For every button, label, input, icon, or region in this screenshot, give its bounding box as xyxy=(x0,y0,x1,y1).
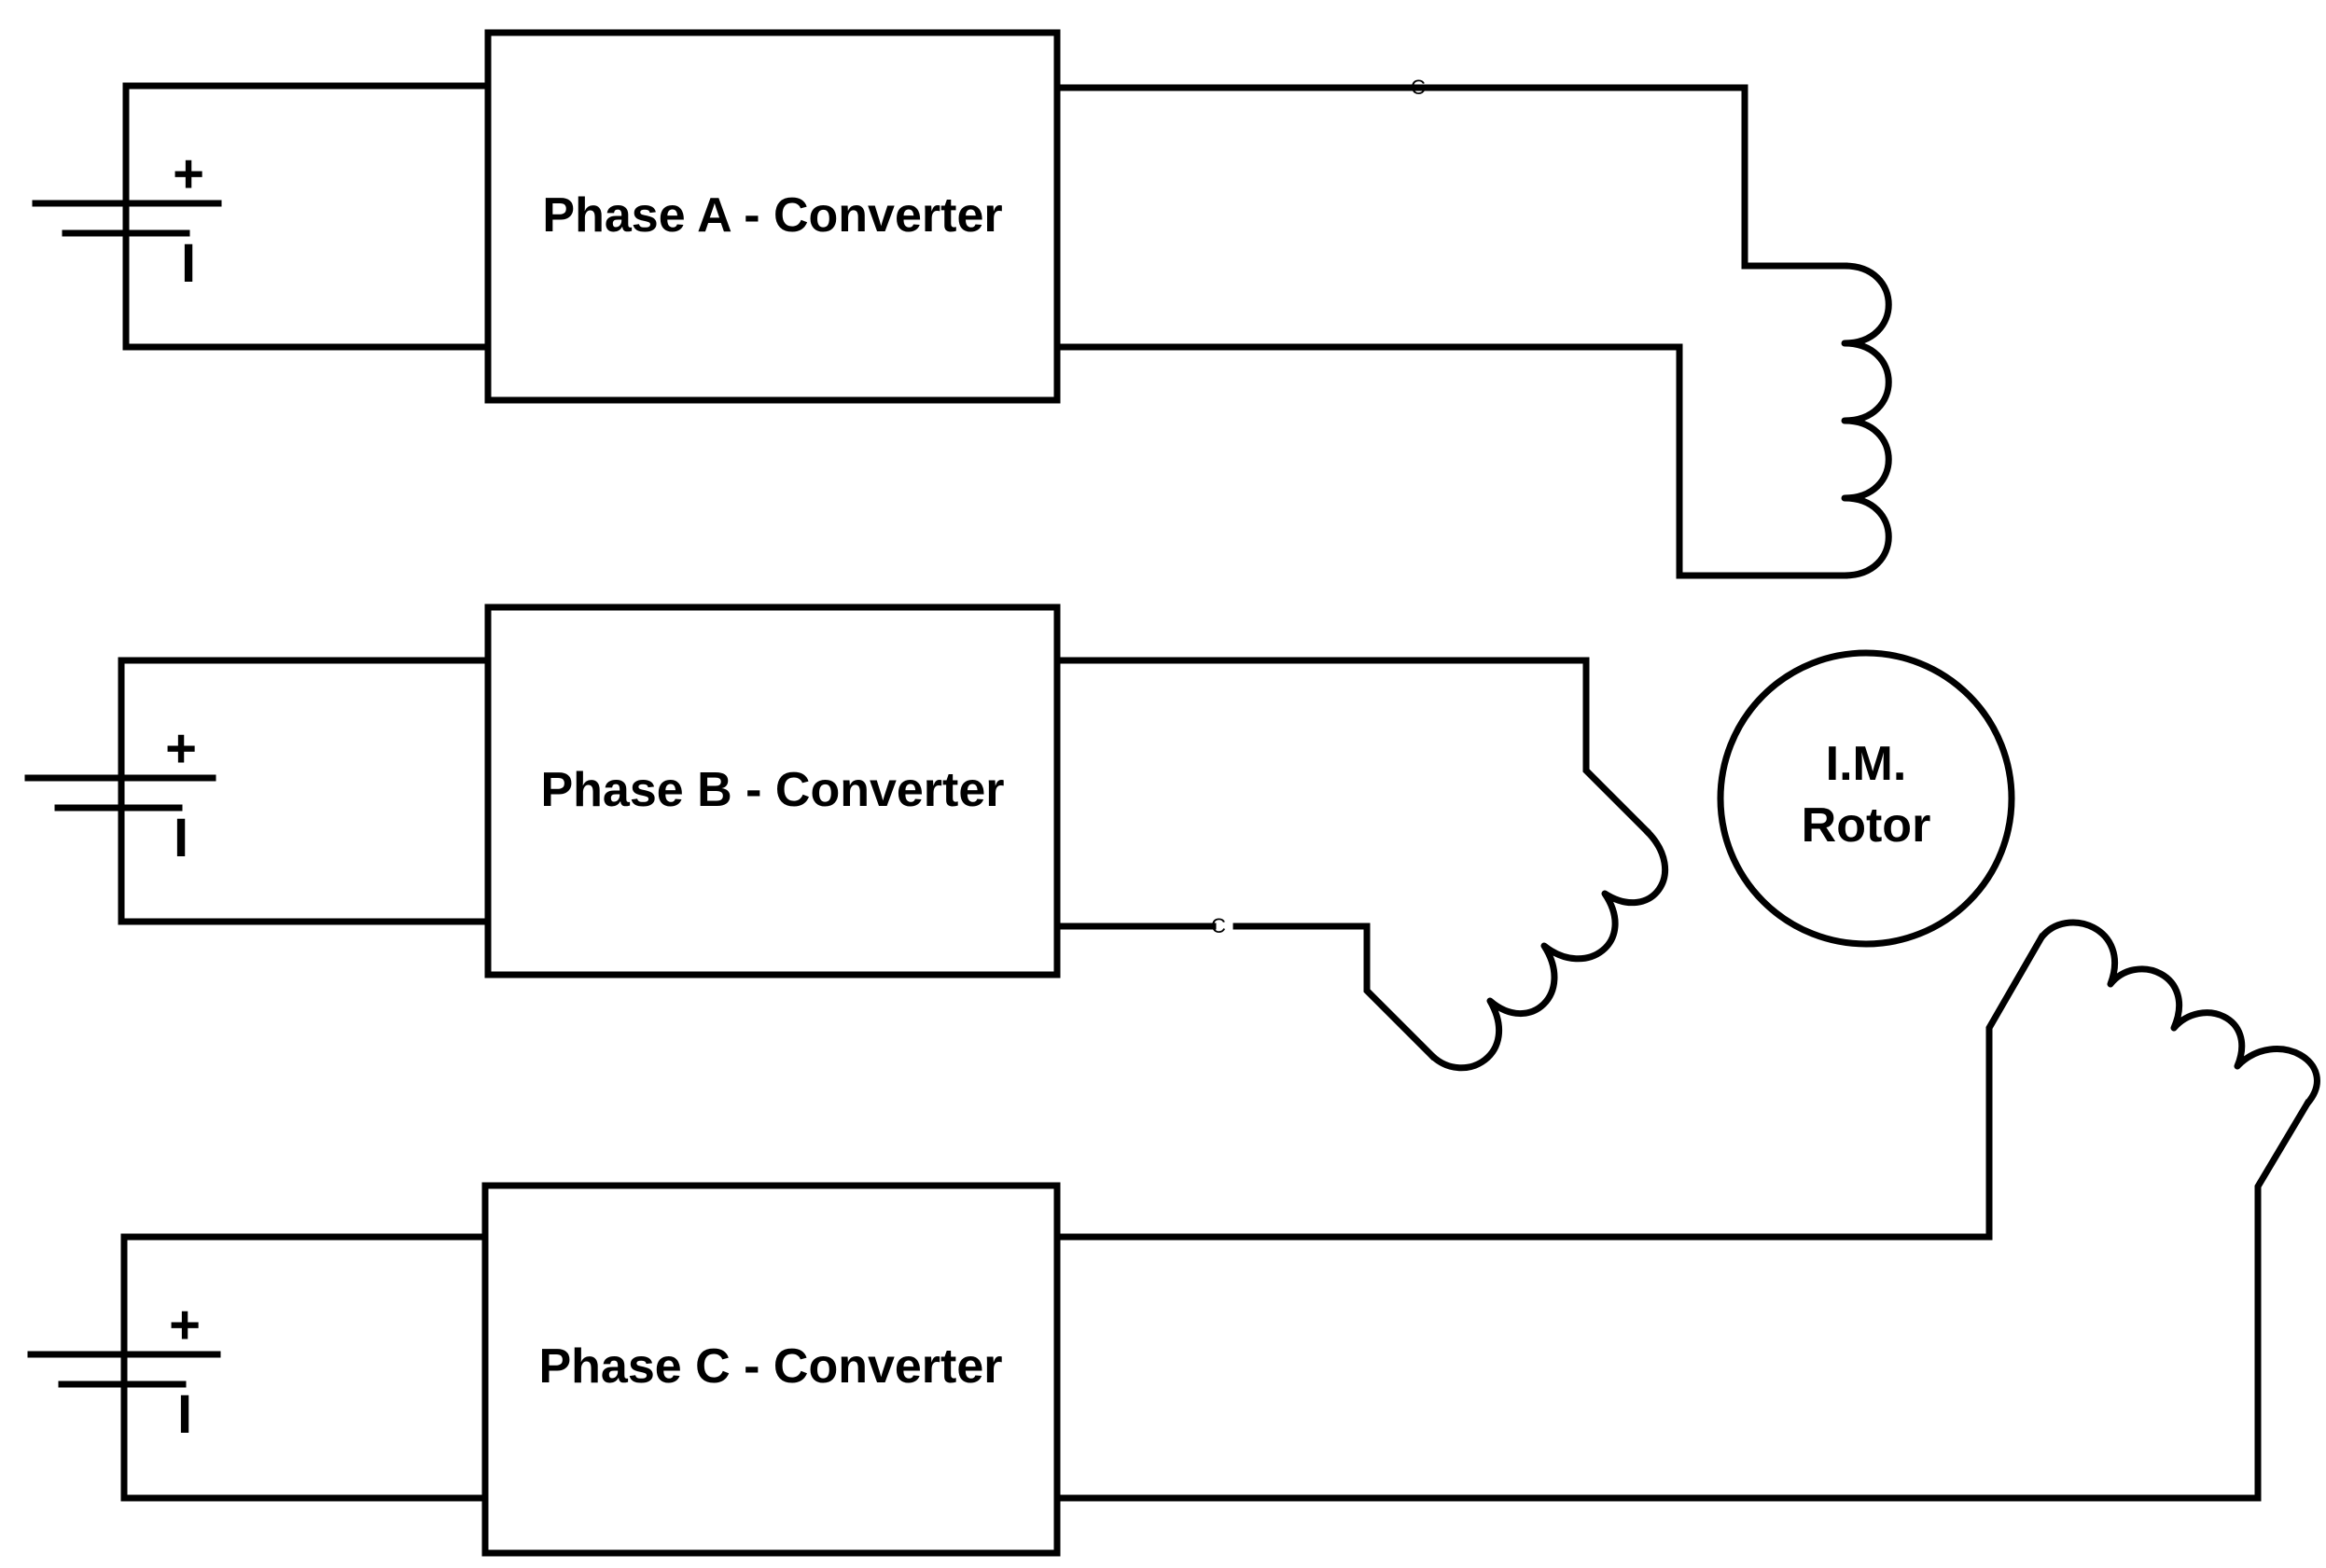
phase-b-circuit: + I Phase B - Converter C xyxy=(24,604,1669,1072)
phase-c-circuit: + I Phase C - Converter xyxy=(27,919,2320,1557)
phase-c-battery-minus: I xyxy=(177,1384,192,1445)
phase-c-converter-label: Phase C - Converter xyxy=(538,1339,1002,1394)
phase-a-battery-plus: + xyxy=(173,144,204,204)
phase-a-converter-box xyxy=(484,29,1061,404)
phase-a-battery-minus: I xyxy=(181,233,196,294)
phase-b-stator-coil xyxy=(1428,827,1669,1072)
phase-b-wire-tag: C xyxy=(1211,914,1226,937)
phase-a-circuit: + I Phase A - Converter C xyxy=(32,29,1892,579)
phase-c-converter-box xyxy=(481,1182,1061,1557)
phase-b-converter-box xyxy=(484,604,1061,978)
phase-a-stator-coil xyxy=(1841,262,1892,579)
phase-c-output-top-wire xyxy=(1053,933,2046,1241)
phase-c-battery-plus: + xyxy=(169,1295,201,1355)
phase-b-battery-minus: I xyxy=(174,808,188,868)
phase-b-battery-plus: + xyxy=(165,718,197,779)
phase-b-output-bottom-wire xyxy=(1053,923,1437,1061)
phase-a-output-bottom-wire xyxy=(1053,343,1848,579)
phase-c-stator-coil xyxy=(2038,919,2320,1107)
phase-c-output-bottom-wire xyxy=(1053,1099,2312,1502)
phase-a-wire-tag: C xyxy=(1411,76,1426,99)
phase-a-output-top-wire xyxy=(1053,84,1848,270)
induction-motor-rotor: I.M. Rotor xyxy=(1717,649,2015,948)
phase-b-battery: + I xyxy=(24,657,496,925)
phase-b-output-top-wire xyxy=(1053,657,1651,836)
phase-b-converter-label: Phase B - Converter xyxy=(540,763,1004,817)
phase-a-converter-label: Phase A - Converter xyxy=(542,188,1002,243)
phase-c-battery: + I xyxy=(27,1233,489,1502)
rotor-label-line2: Rotor xyxy=(1802,798,1931,853)
phase-a-battery: + I xyxy=(32,82,492,351)
rotor-label-line1: I.M. xyxy=(1826,737,1907,791)
rotor-circle xyxy=(1717,649,2015,948)
